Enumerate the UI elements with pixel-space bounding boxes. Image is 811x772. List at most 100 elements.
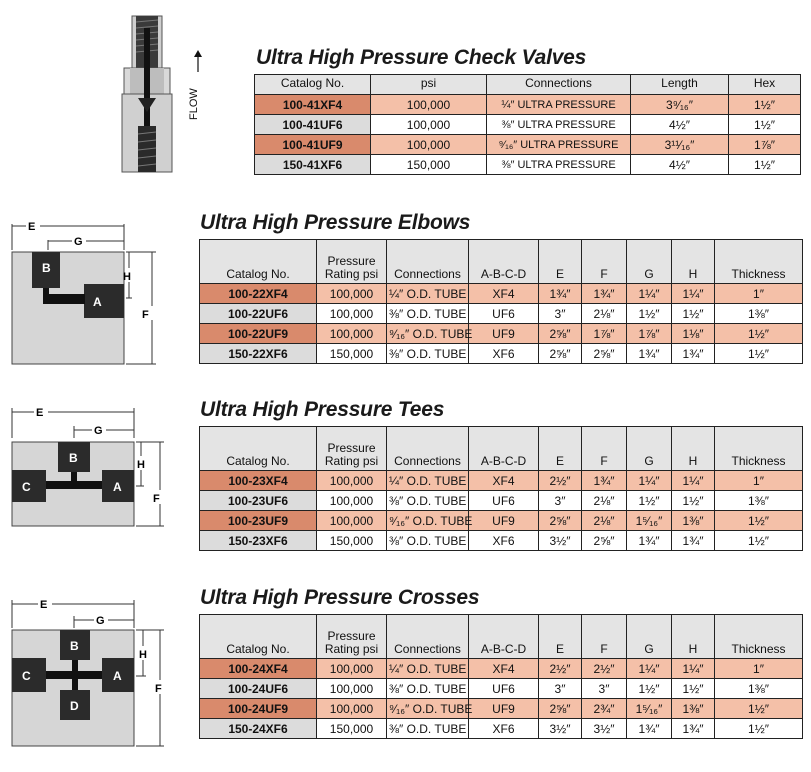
table-row: 150-23XF6 150,000 ⅜″ O.D. TUBE XF6 3½″ 2…: [199, 530, 803, 551]
thickness-cell: 1½″: [714, 530, 803, 551]
port-a-label: A: [93, 295, 102, 309]
g-cell: 1¾″: [626, 718, 672, 739]
psi-cell: 100,000: [316, 698, 387, 719]
catalog-number: 100-24UF9: [199, 698, 317, 719]
e-cell: 2⅝″: [538, 698, 582, 719]
col-header: Thickness: [714, 426, 803, 471]
g-cell: 1¾″: [626, 343, 672, 364]
f-cell: 3½″: [581, 718, 627, 739]
col-header: psi: [370, 74, 487, 95]
f-cell: 2½″: [581, 658, 627, 679]
h-cell: 1⅜″: [671, 698, 715, 719]
col-header: Connections: [486, 74, 631, 95]
h-cell: 1½″: [671, 303, 715, 324]
col-header: E: [538, 426, 582, 471]
connections-cell: ⅜″ O.D. TUBE: [386, 530, 469, 551]
thickness-cell: 1″: [714, 658, 803, 679]
flow-label: FLOW: [188, 88, 200, 120]
port-b-label: B: [70, 639, 79, 653]
f-cell: 2⅛″: [581, 303, 627, 324]
port-a-label: A: [113, 669, 122, 683]
connections-cell: ⅜″ O.D. TUBE: [386, 718, 469, 739]
abcd-cell: UF6: [468, 678, 539, 699]
h-cell: 1¾″: [671, 530, 715, 551]
g-cell: 1½″: [626, 303, 672, 324]
abcd-cell: UF6: [468, 490, 539, 511]
col-header: Catalog No.: [199, 239, 317, 284]
port-b-label: B: [69, 451, 78, 465]
dimension-f-label: F: [155, 683, 162, 695]
col-header: Connections: [386, 426, 469, 471]
thickness-cell: 1⅜″: [714, 303, 803, 324]
psi-cell: 150,000: [370, 154, 487, 175]
h-cell: 1¼″: [671, 283, 715, 304]
thickness-cell: 1⅜″: [714, 490, 803, 511]
dimension-h-label: H: [137, 459, 145, 471]
col-header: Connections: [386, 614, 469, 659]
catalog-number: 150-41XF6: [254, 154, 371, 175]
col-header: H: [671, 426, 715, 471]
col-header: G: [626, 426, 672, 471]
col-header: Pressure Rating psi: [316, 614, 387, 659]
table-row: 150-22XF6 150,000 ⅜″ O.D. TUBE XF6 2⅝″ 2…: [199, 343, 803, 364]
g-cell: 1⁵⁄₁₆″: [626, 510, 672, 531]
f-cell: 2⅛″: [581, 510, 627, 531]
catalog-number: 150-23XF6: [199, 530, 317, 551]
h-cell: 1¾″: [671, 718, 715, 739]
dimension-g-label: G: [74, 236, 83, 248]
table-row: 100-23UF6 100,000 ⅜″ O.D. TUBE UF6 3″ 2⅛…: [199, 490, 803, 511]
catalog-number: 100-23UF6: [199, 490, 317, 511]
abcd-cell: UF9: [468, 323, 539, 344]
col-header: G: [626, 614, 672, 659]
col-header: H: [671, 614, 715, 659]
g-cell: 1¾″: [626, 530, 672, 551]
col-header: F: [581, 426, 627, 471]
psi-cell: 100,000: [316, 283, 387, 304]
crosses-table: Catalog No. Pressure Rating psi Connecti…: [199, 614, 803, 739]
psi-cell: 100,000: [370, 114, 487, 135]
col-header: Length: [630, 74, 729, 95]
f-cell: 3″: [581, 678, 627, 699]
connections-cell: ⁹⁄₁₆″ O.D. TUBE: [386, 323, 472, 344]
col-header: F: [581, 239, 627, 284]
e-cell: 2½″: [538, 470, 582, 491]
hex-cell: 1½″: [728, 154, 801, 175]
psi-cell: 150,000: [316, 343, 387, 364]
hex-cell: 1⅞″: [728, 134, 801, 155]
dimension-f-label: F: [142, 309, 149, 321]
dimension-e-label: E: [28, 221, 35, 233]
f-cell: 2⅛″: [581, 490, 627, 511]
col-header: Catalog No.: [199, 614, 317, 659]
g-cell: 1⅞″: [626, 323, 672, 344]
col-header: Pressure Rating psi: [316, 426, 387, 471]
f-cell: 2⅝″: [581, 343, 627, 364]
g-cell: 1⁵⁄₁₆″: [626, 698, 672, 719]
table-row: 100-24XF4 100,000 ¼″ O.D. TUBE XF4 2½″ 2…: [199, 658, 803, 679]
col-header: Thickness: [714, 239, 803, 284]
g-cell: 1½″: [626, 490, 672, 511]
g-cell: 1¼″: [626, 658, 672, 679]
thickness-cell: 1½″: [714, 698, 803, 719]
elbow-drawing: E G B A H F: [11, 221, 156, 365]
length-cell: 4½″: [630, 114, 729, 135]
connections-cell: ⁹⁄₁₆″ O.D. TUBE: [386, 510, 472, 531]
e-cell: 3″: [538, 678, 582, 699]
psi-cell: 100,000: [316, 323, 387, 344]
table-row: 100-22XF4 100,000 ¼″ O.D. TUBE XF4 1¾″ 1…: [199, 283, 803, 304]
psi-cell: 150,000: [316, 718, 387, 739]
col-header: A-B-C-D: [468, 239, 539, 284]
f-cell: 1¾″: [581, 470, 627, 491]
dimension-f-label: F: [153, 493, 160, 505]
dimension-h-label: H: [139, 649, 147, 661]
length-cell: 3¹¹⁄₁₆″: [630, 134, 729, 155]
catalog-number: 100-24XF4: [199, 658, 317, 679]
hex-cell: 1½″: [728, 114, 801, 135]
catalog-number: 100-23XF4: [199, 470, 317, 491]
e-cell: 2⅝″: [538, 510, 582, 531]
col-header: H: [671, 239, 715, 284]
catalog-number: 100-41UF9: [254, 134, 371, 155]
tee-drawing: E G B C A H F: [11, 407, 164, 527]
col-header: E: [538, 239, 582, 284]
table-row: 100-41UF9 100,000 ⁹⁄₁₆″ ULTRA PRESSURE 3…: [254, 134, 801, 155]
crosses-title: Ultra High Pressure Crosses: [200, 586, 480, 609]
